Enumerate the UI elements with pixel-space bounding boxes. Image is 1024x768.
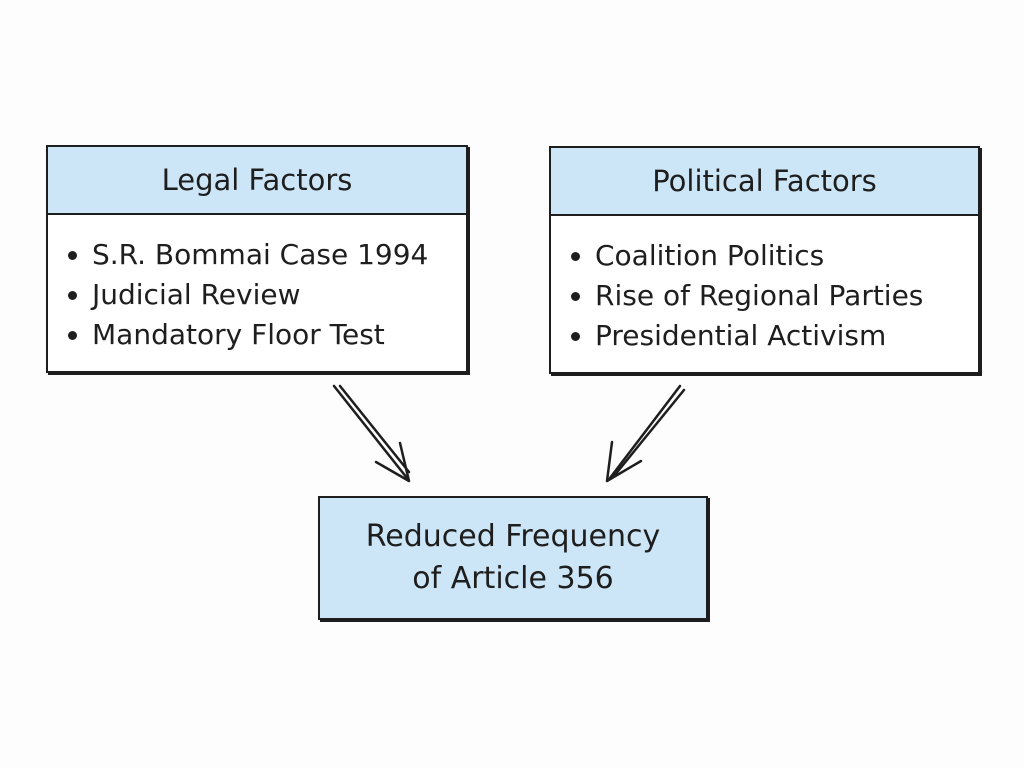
outcome-text: Reduced Frequency of Article 356 (366, 516, 661, 600)
outcome-line-1: Reduced Frequency (365, 519, 661, 554)
list-item: Coalition Politics (571, 236, 978, 276)
legal-factors-title: Legal Factors (48, 147, 466, 215)
arrow-political-to-outcome (605, 384, 686, 483)
arrowhead-icon (374, 441, 411, 483)
political-factor-label: Coalition Politics (595, 239, 825, 272)
list-item: Presidential Activism (571, 316, 978, 356)
list-item: Mandatory Floor Test (68, 315, 466, 355)
arrow-shaft (612, 388, 686, 478)
political-factors-list: Coalition Politics Rise of Regional Part… (571, 236, 978, 356)
list-item: S.R. Bommai Case 1994 (68, 235, 466, 275)
bullet-icon (68, 330, 77, 340)
list-item: Rise of Regional Parties (571, 276, 978, 316)
arrowhead-icon (605, 440, 643, 483)
political-factors-title: Political Factors (551, 148, 978, 216)
legal-factor-label: Mandatory Floor Test (92, 318, 385, 351)
bullet-icon (571, 251, 580, 261)
legal-factor-label: S.R. Bommai Case 1994 (92, 238, 429, 271)
legal-factors-list: S.R. Bommai Case 1994 Judicial Review Ma… (68, 235, 466, 355)
political-factors-box: Political Factors Coalition Politics Ris… (549, 146, 980, 374)
political-factor-label: Presidential Activism (595, 319, 887, 352)
political-factor-label: Rise of Regional Parties (595, 279, 924, 312)
bullet-icon (571, 331, 580, 341)
legal-factors-box: Legal Factors S.R. Bommai Case 1994 Judi… (46, 145, 468, 373)
outcome-box: Reduced Frequency of Article 356 (318, 496, 708, 620)
arrow-shaft (338, 384, 411, 474)
bullet-icon (68, 290, 77, 300)
arrow-shaft (332, 384, 409, 480)
legal-factors-list-container: S.R. Bommai Case 1994 Judicial Review Ma… (48, 215, 466, 355)
arrow-legal-to-outcome (332, 384, 411, 483)
bullet-icon (571, 291, 580, 301)
bullet-icon (68, 250, 77, 260)
legal-factor-label: Judicial Review (92, 278, 301, 311)
outcome-line-2: of Article 356 (412, 561, 614, 596)
list-item: Judicial Review (68, 275, 466, 315)
political-factors-list-container: Coalition Politics Rise of Regional Part… (551, 216, 978, 356)
arrow-shaft (608, 384, 682, 480)
